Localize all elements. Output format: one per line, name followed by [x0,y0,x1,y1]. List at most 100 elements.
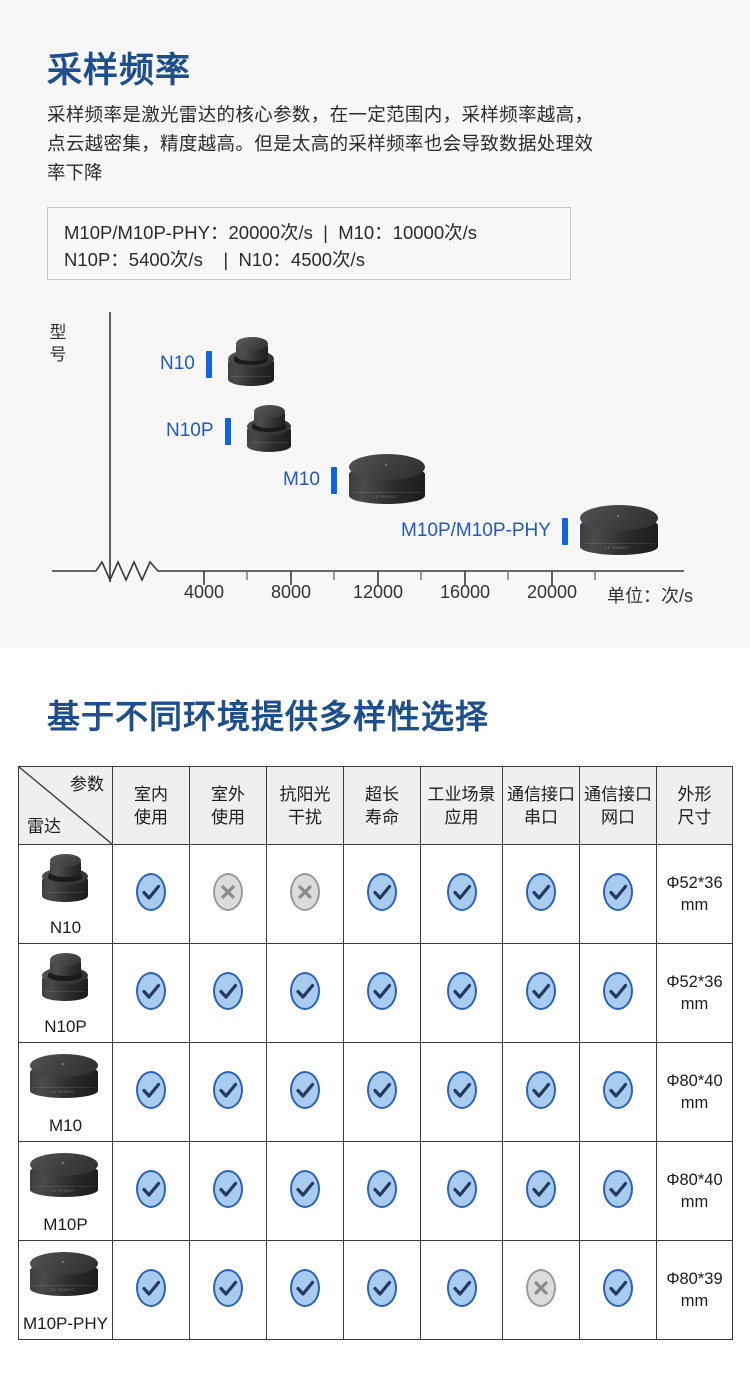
chart-datapoint-label-n10: N10 [160,353,195,374]
check-icon [290,1169,320,1208]
table-cell-m10p-col3 [266,1141,344,1241]
model-name-label: M10P-PHY [22,1314,109,1333]
table-cell-m10-col7 [579,1042,657,1142]
header-line-2: 网口 [601,807,635,827]
table-cell-m10p-phy-col3 [266,1240,344,1340]
product-image-n10p [243,404,297,458]
check-icon [290,971,320,1010]
table-header-dimensions: 外形 尺寸 [656,766,733,845]
product-image-n10 [224,336,280,392]
table-cell-n10p-col6 [502,943,580,1043]
spec-summary-box: M10P/M10P-PHY：20000次/s | M10：10000次/s N1… [47,207,571,280]
chart-marker-bar-n10p [224,417,231,445]
chart-marker-bar-m10 [330,466,337,494]
table-header-indoor: 室内 使用 [112,766,190,845]
table-cell-m10p-phy-col6 [502,1240,580,1340]
table-cell-m10p-col4 [343,1141,421,1241]
check-icon [446,971,477,1010]
check-icon [367,1169,397,1208]
header-line-1: 室外 [211,784,245,804]
corner-param-label: 参数 [70,775,104,794]
table-cell-m10p-phy-col2 [189,1240,267,1340]
x-tick-label-16000: 16000 [439,582,491,602]
cross-icon [526,1268,556,1307]
table-row-model-n10: N10 [18,844,113,944]
product-thumbnail-m10: LD ROBOT [29,1052,102,1102]
check-icon [446,1070,477,1109]
check-icon [136,1268,166,1307]
header-line-2: 干扰 [288,807,322,827]
x-axis-unit-label: 单位：次/s [607,586,694,606]
table-cell-n10-col6 [502,844,580,944]
dimension-line-2: mm [680,896,709,914]
sampling-frequency-chart: 型号 4000 8000 12000 16000 20000 单位：次/s N1… [0,300,750,620]
table-cell-m10p-col2 [189,1141,267,1241]
chart-marker-bar-n10 [205,350,212,378]
table-cell-m10p-col6 [502,1141,580,1241]
header-line-2: 使用 [211,807,245,827]
table-cell-m10-col4 [343,1042,421,1142]
table-cell-m10p-phy-col1 [112,1240,190,1340]
sampling-frequency-section: 采样频率 采样频率是激光雷达的核心参数，在一定范围内，采样频率越高，点云越密集，… [0,0,750,648]
header-line-1: 外形 [677,784,712,804]
check-icon [136,971,166,1010]
check-icon [603,872,633,911]
table-cell-n10-col4 [343,844,421,944]
table-cell-n10p-col3 [266,943,344,1043]
check-icon [213,1169,243,1208]
check-icon [603,1070,633,1109]
table-cell-m10p-col1 [112,1141,190,1241]
header-line-1: 工业场景 [427,784,496,804]
table-cell-n10p-col1 [112,943,190,1043]
dimension-line-1: Φ80*40 [666,1171,723,1189]
product-thumbnail-m10p: LD ROBOT [29,1151,102,1201]
chart-datapoint-label-m10p: M10P/M10P-PHY [401,520,551,541]
table-cell-n10-col1 [112,844,190,944]
table-cell-m10-col6 [502,1042,580,1142]
header-line-2: 应用 [444,807,479,827]
check-icon [526,1169,556,1208]
check-icon [290,1268,320,1307]
table-header-industrial: 工业场景 应用 [420,766,503,845]
table-cell-m10p-phy-col5 [420,1240,503,1340]
table-header-outdoor: 室外 使用 [189,766,267,845]
chart-marker-bar-m10p [561,517,568,545]
comparison-table: 参数 雷达 室内 使用 室外 使用 抗阳光 干扰 超长 寿命 [18,766,733,1340]
comparison-section: 基于不同环境提供多样性选择 参数 雷达 室内 使用 [0,648,750,1380]
table-cell-m10-col1 [112,1042,190,1142]
header-line-1: 室内 [134,784,168,804]
page-title: 采样频率 [47,51,192,90]
table-cell-n10p-col4 [343,943,421,1043]
table-cell-n10-col3 [266,844,344,944]
chart-datapoint-m10: M10 LD ROBOT [283,452,429,508]
dimension-line-2: mm [680,1292,709,1310]
dimension-line-1: Φ80*40 [666,1072,723,1090]
check-icon [603,1268,633,1307]
table-row-model-n10p: N10P [18,943,113,1043]
check-icon [446,1169,477,1208]
check-icon [136,872,166,911]
table-cell-m10-col3 [266,1042,344,1142]
table-header-network-port: 通信接口 网口 [579,766,657,845]
table-cell-n10p-col7 [579,943,657,1043]
spec-line-2: N10P：5400次/s | N10：4500次/s [64,249,365,270]
table-header-row: 参数 雷达 室内 使用 室外 使用 抗阳光 干扰 超长 寿命 [18,766,733,845]
check-icon [446,872,477,911]
check-icon [526,971,556,1010]
table-cell-m10p-phy-col7 [579,1240,657,1340]
table-cell-m10p-phy-col4 [343,1240,421,1340]
header-line-1: 超长 [365,784,399,804]
table-cell-m10p-col5 [420,1141,503,1241]
table-cell-m10p-col7 [579,1141,657,1241]
check-icon [136,1070,166,1109]
model-name-label: N10 [49,918,82,937]
table-cell-n10p-col5 [420,943,503,1043]
